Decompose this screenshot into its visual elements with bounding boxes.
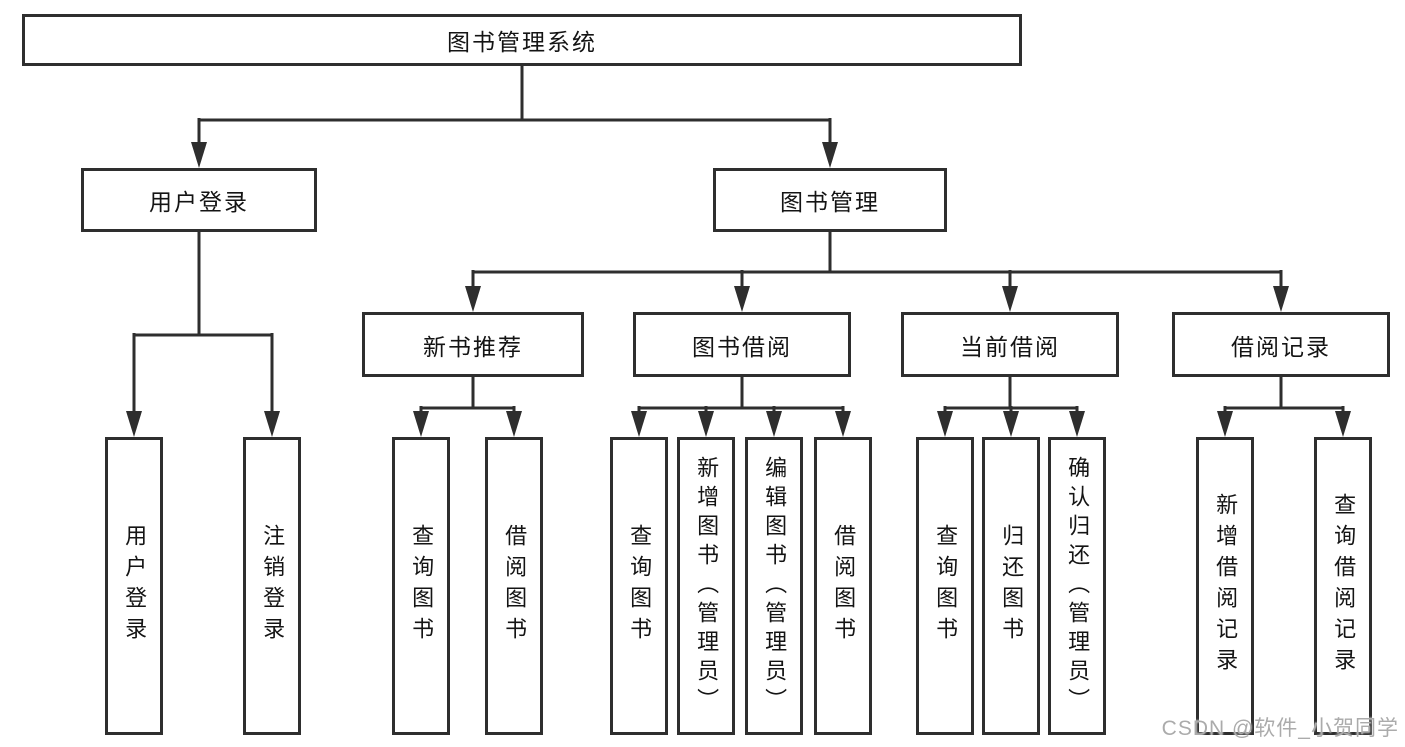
- arrowheads-user-login: [126, 411, 280, 437]
- node-current-borrow: 当前借阅: [901, 312, 1119, 377]
- node-label: 图书借阅: [692, 333, 792, 360]
- leaf-edit-books-admin: 编辑图书（管理员）: [745, 437, 803, 735]
- connector-new-books: [419, 377, 516, 415]
- leaf-borrow-books-2: 借阅图书: [814, 437, 872, 735]
- connector-root-to-level2: [197, 66, 832, 146]
- node-book-management: 图书管理: [713, 168, 947, 232]
- leaf-add-books-admin: 新增图书（管理员）: [677, 437, 735, 735]
- leaf-label: 用户登录: [122, 524, 148, 648]
- leaf-user-login: 用户登录: [105, 437, 163, 735]
- leaf-label: 借阅图书: [831, 524, 857, 648]
- node-borrow-records: 借阅记录: [1172, 312, 1390, 377]
- node-user-login: 用户登录: [81, 168, 317, 232]
- leaf-label: 编辑图书（管理员）: [762, 455, 788, 717]
- leaf-label: 新增图书（管理员）: [694, 455, 720, 717]
- leaf-return-books: 归还图书: [982, 437, 1040, 735]
- node-label: 借阅记录: [1231, 333, 1331, 360]
- arrowheads-level3: [465, 286, 1289, 312]
- leaf-logout: 注销登录: [243, 437, 301, 735]
- leaf-label: 查询借阅记录: [1331, 493, 1357, 679]
- connector-records: [1223, 377, 1345, 415]
- node-label: 图书管理: [780, 189, 880, 215]
- node-label: 当前借阅: [960, 333, 1060, 360]
- connector-user-login: [132, 232, 274, 415]
- leaf-query-borrow-record: 查询借阅记录: [1314, 437, 1372, 735]
- leaf-label: 查询图书: [933, 524, 959, 648]
- leaf-label: 借阅图书: [502, 524, 528, 648]
- connector-borrow: [637, 377, 845, 415]
- node-root-system: 图书管理系统: [22, 14, 1022, 66]
- connector-current: [943, 377, 1079, 415]
- leaf-label: 归还图书: [999, 524, 1025, 648]
- leaf-query-books-2: 查询图书: [610, 437, 668, 735]
- arrowheads-level2: [191, 142, 838, 168]
- leaf-borrow-books-1: 借阅图书: [485, 437, 543, 735]
- leaf-label: 确认归还（管理员）: [1065, 455, 1091, 717]
- leaf-label: 查询图书: [627, 524, 653, 648]
- leaf-label: 注销登录: [260, 524, 286, 648]
- node-label: 用户登录: [149, 189, 249, 215]
- node-book-borrow: 图书借阅: [633, 312, 851, 377]
- leaf-add-borrow-record: 新增借阅记录: [1196, 437, 1254, 735]
- node-root-label: 图书管理系统: [447, 29, 597, 55]
- node-new-book-recommend: 新书推荐: [362, 312, 584, 377]
- node-label: 新书推荐: [423, 333, 523, 360]
- leaf-label: 查询图书: [409, 524, 435, 648]
- leaf-confirm-return-admin: 确认归还（管理员）: [1048, 437, 1106, 735]
- leaf-query-books-1: 查询图书: [392, 437, 450, 735]
- arrowheads-leaves: [413, 411, 1351, 437]
- leaf-label: 新增借阅记录: [1213, 493, 1239, 679]
- leaf-query-books-3: 查询图书: [916, 437, 974, 735]
- connector-book-management: [471, 232, 1283, 290]
